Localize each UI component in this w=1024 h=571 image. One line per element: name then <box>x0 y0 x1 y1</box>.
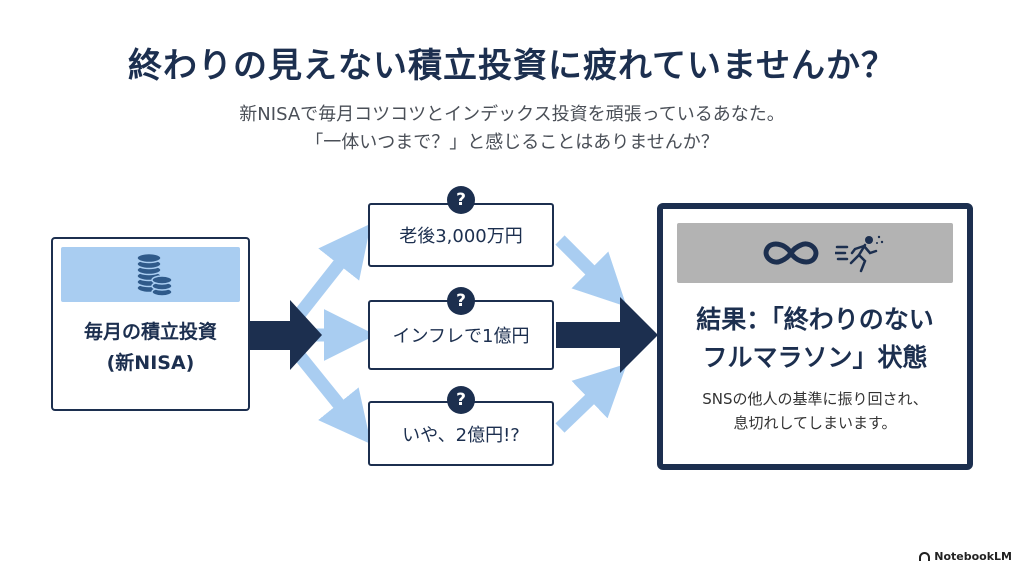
notebooklm-logo-icon <box>919 552 931 561</box>
input-box: 毎月の積立投資 (新NISA) <box>51 237 250 411</box>
coin-stack-icon <box>136 252 173 297</box>
option-1: 老後3,000万円 <box>368 203 554 267</box>
question-badge-1: ? <box>447 186 475 214</box>
input-banner <box>61 247 240 302</box>
result-title-line-2: フルマラソン」状態 <box>702 343 928 372</box>
result-banner <box>677 223 953 283</box>
page-title: 終わりの見えない積立投資に疲れていませんか？ <box>128 46 896 86</box>
main-arrow-left <box>250 300 322 370</box>
input-label-line-1: 毎月の積立投資 <box>83 321 217 343</box>
result-desc-line-1: SNSの他人の基準に振り回され、 <box>702 390 928 408</box>
result-box: 結果：「終わりのない フルマラソン」状態 SNSの他人の基準に振り回され、 息切… <box>657 203 973 470</box>
main-arrow-right <box>556 297 658 373</box>
subtitle-line-1: 新NISAで毎月コツコツとインデックス投資を頑張っているあなた。 <box>239 104 785 125</box>
infinity-icon <box>763 241 819 265</box>
running-person-icon <box>835 235 884 273</box>
question-badge-3: ? <box>447 386 475 414</box>
result-description: SNSの他人の基準に振り回され、 息切れしてしまいます。 <box>663 387 967 435</box>
option-2: インフレで1億円 <box>368 300 554 370</box>
brand-label: NotebookLM <box>934 550 1012 563</box>
arrow-to-option-3 <box>289 345 372 445</box>
arrow-from-option-3 <box>555 363 627 433</box>
subtitle-line-2: 「一体いつまで？」と感じることはありませんか？ <box>305 132 719 153</box>
arrow-from-option-1 <box>555 235 627 307</box>
input-label-line-2: (新NISA) <box>106 352 195 374</box>
result-title: 結果：「終わりのない フルマラソン」状態 <box>663 301 967 377</box>
input-label: 毎月の積立投資 (新NISA) <box>53 317 248 379</box>
branch-arrows <box>289 223 627 445</box>
arrow-to-option-1 <box>289 223 371 325</box>
brand-watermark: NotebookLM <box>919 550 1012 563</box>
question-badge-2: ? <box>447 287 475 315</box>
result-desc-line-2: 息切れしてしまいます。 <box>733 414 897 432</box>
result-title-line-1: 結果：「終わりのない <box>696 305 934 334</box>
